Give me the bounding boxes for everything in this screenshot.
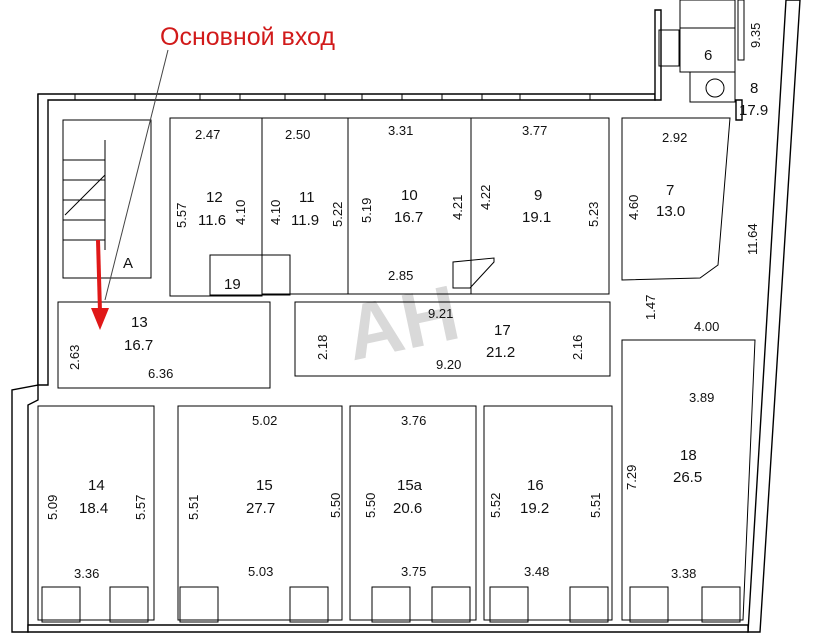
room-13-dim-bottom: 6.36 [148, 366, 173, 381]
room-13-number: 13 [131, 314, 148, 331]
room-15-area: 27.7 [246, 500, 275, 517]
room-8-number: 8 [750, 80, 758, 97]
room-14-area: 18.4 [79, 500, 108, 517]
room-15a-number: 15а [397, 477, 423, 494]
room-9-area: 19.1 [522, 209, 551, 226]
entrance-arrow-icon [91, 239, 109, 330]
room-18-number: 18 [680, 447, 697, 464]
room-15-dim-left: 5.51 [186, 495, 201, 520]
room-16-area: 19.2 [520, 500, 549, 517]
room-16-dim-right: 5.51 [588, 493, 603, 518]
room-6-number: 6 [704, 47, 712, 64]
room-labels: 2.47 5.57 4.10 12 11.6 2.50 4.10 5.22 11… [45, 23, 768, 581]
room-9-dim-top: 3.77 [522, 123, 547, 138]
room-10-dim-right: 4.21 [450, 195, 465, 220]
room-13-dim-left: 2.63 [67, 345, 82, 370]
pointer-line [104, 49, 169, 301]
room-18-area: 26.5 [673, 469, 702, 486]
room-17-dim-right: 2.16 [570, 335, 585, 360]
room-11-dim-left: 4.10 [268, 200, 283, 225]
room-12-number: 12 [206, 189, 223, 206]
room-10-dim-left: 5.19 [359, 198, 374, 223]
room-7-dim-left: 4.60 [626, 195, 641, 220]
room-14-number: 14 [88, 477, 105, 494]
room-18-dim-bottom: 3.38 [671, 566, 696, 581]
room-10-area: 16.7 [394, 209, 423, 226]
room-7-number: 7 [666, 182, 674, 199]
stair-label: А [123, 255, 133, 272]
room-17-dim-left: 2.18 [315, 335, 330, 360]
room-10-number: 10 [401, 187, 418, 204]
room-15a-dim-bottom: 3.75 [401, 564, 426, 579]
room-14-dim-bottom: 3.36 [74, 566, 99, 581]
room-17-number: 17 [494, 322, 511, 339]
room-16-dim-left: 5.52 [488, 493, 503, 518]
room-17-dim-b: 9.21 [428, 306, 453, 321]
room-15-number: 15 [256, 477, 273, 494]
room-17-dim-a: 2.85 [388, 268, 413, 283]
room-7-area: 13.0 [656, 203, 685, 220]
room-16-number: 16 [527, 477, 544, 494]
room-walls [37, 0, 756, 621]
room-12-area: 11.6 [198, 212, 226, 229]
room-17-dim-bottom: 9.20 [436, 357, 461, 372]
room-18-dim-top: 3.89 [689, 390, 714, 405]
room-11-dim-right: 5.22 [330, 202, 345, 227]
room-8-dim-b: 11.64 [745, 223, 760, 255]
room-8-dim-c: 1.47 [643, 295, 658, 320]
room-12-dim-left: 5.57 [174, 203, 189, 228]
outer-walls [11, 0, 801, 633]
room-15a-dim-left: 5.50 [363, 493, 378, 518]
room-9-number: 9 [534, 187, 542, 204]
room-8-dim-a: 9.35 [748, 23, 763, 48]
room-15-dim-top: 5.02 [252, 413, 277, 428]
windows [41, 93, 741, 623]
room-14-dim-right: 5.57 [133, 495, 148, 520]
room-13-area: 16.7 [124, 337, 153, 354]
main-entrance-title: Основной вход [160, 23, 335, 51]
room-9-dim-left: 4.22 [478, 185, 493, 210]
room-15-dim-right: 5.50 [328, 493, 343, 518]
room-10-dim-top: 3.31 [388, 123, 413, 138]
room-11-area: 11.9 [291, 212, 319, 229]
room-16-dim-bottom: 3.48 [524, 564, 549, 579]
room-15-dim-bottom: 5.03 [248, 564, 273, 579]
room-9-dim-right: 5.23 [586, 202, 601, 227]
room-7-dim-top: 2.92 [662, 130, 687, 145]
room-19-number: 19 [224, 276, 241, 293]
room-15a-area: 20.6 [393, 500, 422, 517]
room-11-dim-top: 2.50 [285, 127, 310, 142]
room-18-dim-left: 7.29 [624, 465, 639, 490]
room-17-area: 21.2 [486, 344, 515, 361]
staircase: А [63, 140, 133, 272]
room-15a-dim-top: 3.76 [401, 413, 426, 428]
room-8-dim-d: 4.00 [694, 319, 719, 334]
room-12-dim-top: 2.47 [195, 127, 220, 142]
room-11-number: 11 [299, 189, 315, 206]
room-14-dim-left: 5.09 [45, 495, 60, 520]
room-8-area: 17.9 [739, 102, 768, 119]
room-12-dim-right: 4.10 [233, 200, 248, 225]
